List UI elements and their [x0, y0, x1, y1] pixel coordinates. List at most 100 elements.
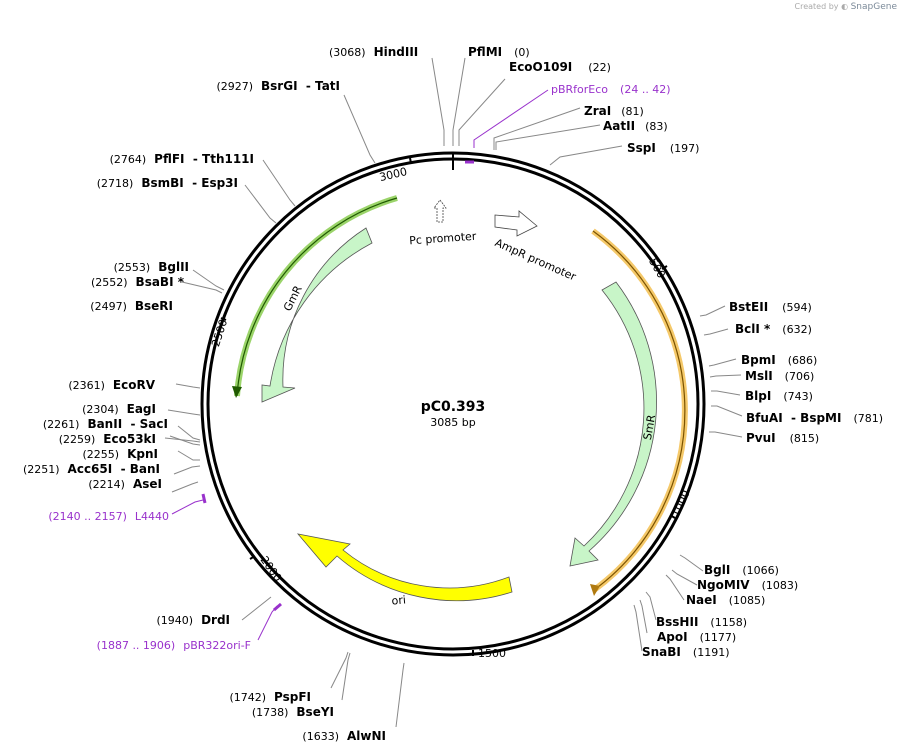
- site-name: BsaBI *: [136, 275, 185, 289]
- site-pos: (706): [785, 370, 815, 383]
- site-2718: (2718)BsmBI - Esp3I: [97, 176, 238, 190]
- site-2927: (2927)BsrGI - TatI: [216, 79, 340, 93]
- site-pos: (1940): [156, 614, 193, 627]
- site-name: BanII - SacI: [87, 417, 168, 431]
- brand-name: SnapGene: [850, 2, 897, 12]
- site-pos: (2255): [83, 448, 120, 461]
- site-name: BclI *: [735, 322, 771, 336]
- primer-labels: pBRforEco(24 .. 42) (2140 .. 2157)L4440 …: [48, 83, 670, 652]
- site-pos: (0): [514, 46, 530, 59]
- site-name: PvuI: [746, 431, 776, 445]
- feature-ori-arrow: [296, 533, 513, 602]
- feature-label-ori: ori: [391, 593, 406, 607]
- site-name: ZraI: [584, 104, 611, 118]
- site-pos: (2927): [216, 80, 253, 93]
- site-2214: (2214) AseI: [88, 477, 162, 491]
- smr-highlight-arc: [591, 228, 688, 593]
- site-pos: (2259): [59, 433, 96, 446]
- site-1633: (1633)AlwNI: [302, 729, 386, 743]
- site-1191: SnaBI(1191): [642, 645, 729, 659]
- scale-ticks: [220, 153, 676, 656]
- tick-500: [661, 265, 668, 270]
- site-name: AlwNI: [347, 729, 386, 743]
- credit-text: Created by: [794, 2, 839, 11]
- site-743: BlpI (743): [745, 389, 813, 403]
- site-1738: (1738)BseYI: [252, 705, 334, 719]
- site-1083: NgoMIV(1083): [697, 578, 798, 592]
- site-name: BglII: [158, 260, 189, 274]
- primer-pbr322ori: (1887 .. 1906) pBR322ori-F: [97, 639, 251, 652]
- site-pos: (781): [853, 412, 883, 425]
- site-name: EcoO109I: [509, 60, 572, 74]
- site-1940: (1940) DrdI: [156, 613, 230, 627]
- site-1158: BssHII (1158): [656, 615, 747, 629]
- primer-mark-l4440: [201, 493, 207, 504]
- site-1066: BglI(1066): [704, 563, 779, 577]
- site-pos: (2261): [43, 418, 80, 431]
- site-pos: (1066): [742, 564, 779, 577]
- site-name: BlpI: [745, 389, 771, 403]
- site-1177: ApoI (1177): [657, 630, 736, 644]
- site-name: BfuAI - BspMI: [746, 411, 841, 425]
- smr-highlight-arrowhead: [590, 584, 600, 596]
- site-2553: (2553)BglII: [114, 260, 189, 274]
- site-name: PflMI: [468, 45, 502, 59]
- primer-marks: [201, 160, 474, 612]
- site-pos: (3068): [329, 46, 366, 59]
- site-pos: (2718): [97, 177, 134, 190]
- primer-leader-lines: [171, 89, 549, 641]
- tick-2000: [249, 555, 256, 560]
- site-pos: (2552): [91, 276, 128, 289]
- feature-ampr-promoter-arrow: [494, 210, 538, 237]
- site-pos: (1738): [252, 706, 289, 719]
- site-name: SspI: [627, 141, 656, 155]
- site-pos: (81): [621, 105, 644, 118]
- feature-label-gmr: GmR: [281, 283, 305, 313]
- site-pos: (2214): [88, 478, 125, 491]
- plasmid-length: 3085 bp: [430, 416, 475, 429]
- tick-label-1000: 1000: [669, 488, 693, 519]
- site-815: PvuI(815): [746, 431, 819, 445]
- gmr-highlight-arrowhead: [232, 386, 242, 398]
- primer-range: (24 .. 42): [620, 83, 671, 96]
- site-pos: (1158): [710, 616, 747, 629]
- primer-range: (1887 .. 1906): [97, 639, 176, 652]
- snapgene-credit: Created by ◐ SnapGene: [795, 2, 898, 12]
- site-pos: (1177): [700, 631, 737, 644]
- site-2361: (2361)EcoRV: [68, 378, 155, 392]
- site-2261: (2261) BanII - SacI: [43, 417, 168, 431]
- feature-gmr-arrow: [261, 227, 373, 403]
- site-706: MslI (706): [745, 369, 814, 383]
- site-pos: (1085): [729, 594, 766, 607]
- feature-pc-promoter-arrow: [433, 199, 447, 223]
- site-name: AseI: [133, 477, 162, 491]
- site-name: AatII: [603, 119, 635, 133]
- site-name: DrdI: [201, 613, 230, 627]
- site-83: AatII (83): [603, 119, 668, 133]
- plasmid-name: pC0.393: [421, 399, 486, 415]
- site-1742: (1742)PspFI: [229, 690, 311, 704]
- primer-l4440: (2140 .. 2157)L4440: [48, 510, 169, 523]
- site-name: ApoI: [657, 630, 688, 644]
- site-name: BssHII: [656, 615, 698, 629]
- site-2552: (2552) BsaBI *: [91, 275, 185, 289]
- site-0: PflMI (0): [468, 45, 530, 59]
- site-81: ZraI (81): [584, 104, 644, 118]
- primer-name: pBRforEco: [551, 83, 608, 96]
- site-pos: (1083): [762, 579, 799, 592]
- site-name: MslI: [745, 369, 773, 383]
- site-pos: (632): [782, 323, 812, 336]
- primer-name: pBR322ori-F: [183, 639, 251, 652]
- site-pos: (83): [645, 120, 668, 133]
- primer-range: (2140 .. 2157): [48, 510, 127, 523]
- site-labels-left: (1633)AlwNI (1738)BseYI (1742)PspFI (194…: [23, 79, 386, 743]
- feature-label-smr: SmR: [641, 413, 658, 441]
- site-name: BseRI: [135, 299, 173, 313]
- site-pos: (2251): [23, 463, 60, 476]
- site-pos: (743): [783, 390, 813, 403]
- site-1085: NaeI(1085): [686, 593, 765, 607]
- gmr-highlight-arc: [234, 195, 398, 397]
- site-pos: (197): [670, 142, 700, 155]
- site-pos: (686): [788, 354, 818, 367]
- snapgene-logo-icon: ◐: [841, 2, 849, 11]
